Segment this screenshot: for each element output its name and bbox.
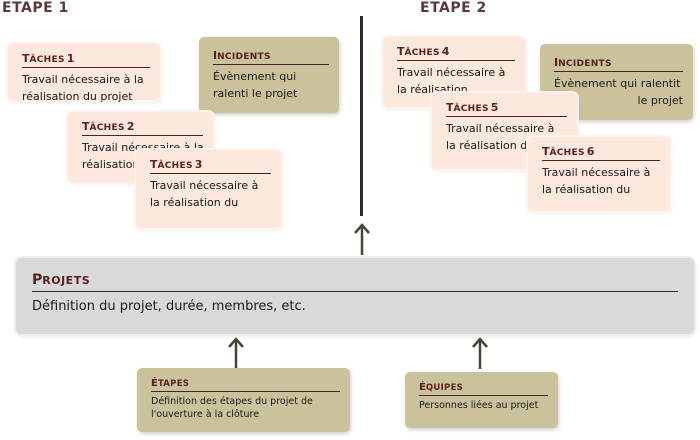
task-card-4-line1: Travail nécessaire à [397,66,506,79]
incident-card-1: INCIDENTS Évènement qui ralenti le proje… [199,37,339,113]
equipes-box: ÉQUIPES Personnes liées au projet [405,372,558,428]
stage-1-title: ETAPE 1 [2,0,69,16]
incident-card-2-title: INCIDENTS [554,56,683,72]
equipes-title: ÉQUIPES [419,382,548,396]
etapes-line2: l'ouverture à la clôture [151,409,260,420]
task-card-1-line1: Travail nécessaire à la [22,73,144,86]
incident-card-1-title: INCIDENTS [213,49,329,65]
task-card-3-line2: la réalisation du [150,196,239,209]
stage-divider [360,16,363,216]
projets-box: PROJETS Définition du projet, durée, mem… [16,258,694,334]
incident-card-2-line2: le projet [637,94,683,107]
incident-card-1-line2: ralenti le projet [213,87,298,100]
incident-card-1-line1: Évènement qui [213,70,297,83]
arrow-equipes-to-projets [472,337,488,369]
etapes-line1: Définition des étapes du projet de [151,396,313,407]
etapes-box: ÉTAPES Définition des étapes du projet d… [137,368,350,432]
projets-description: Définition du projet, durée, membres, et… [32,299,306,314]
arrow-up-to-stages [354,223,370,255]
projets-title: PROJETS [32,272,678,292]
incident-card-2-line1: Évènement qui ralentit [554,77,681,90]
arrow-etapes-to-projets [228,337,244,369]
task-card-6-line2: la réalisation du [542,183,631,196]
stage-2-title: ETAPE 2 [420,0,487,16]
etapes-title: ÉTAPES [151,378,340,392]
task-card-1-line2: réalisation du projet [22,90,133,103]
equipes-line1: Personnes liées au projet [419,400,539,411]
task-card-5-line1: Travail nécessaire à [446,122,555,135]
task-card-6-line1: Travail nécessaire à [542,166,651,179]
task-card-4-line2: la réalisation [397,83,468,96]
task-card-5-line2: la réalisation du [446,139,535,152]
task-card-3-line1: Travail nécessaire à [150,179,259,192]
